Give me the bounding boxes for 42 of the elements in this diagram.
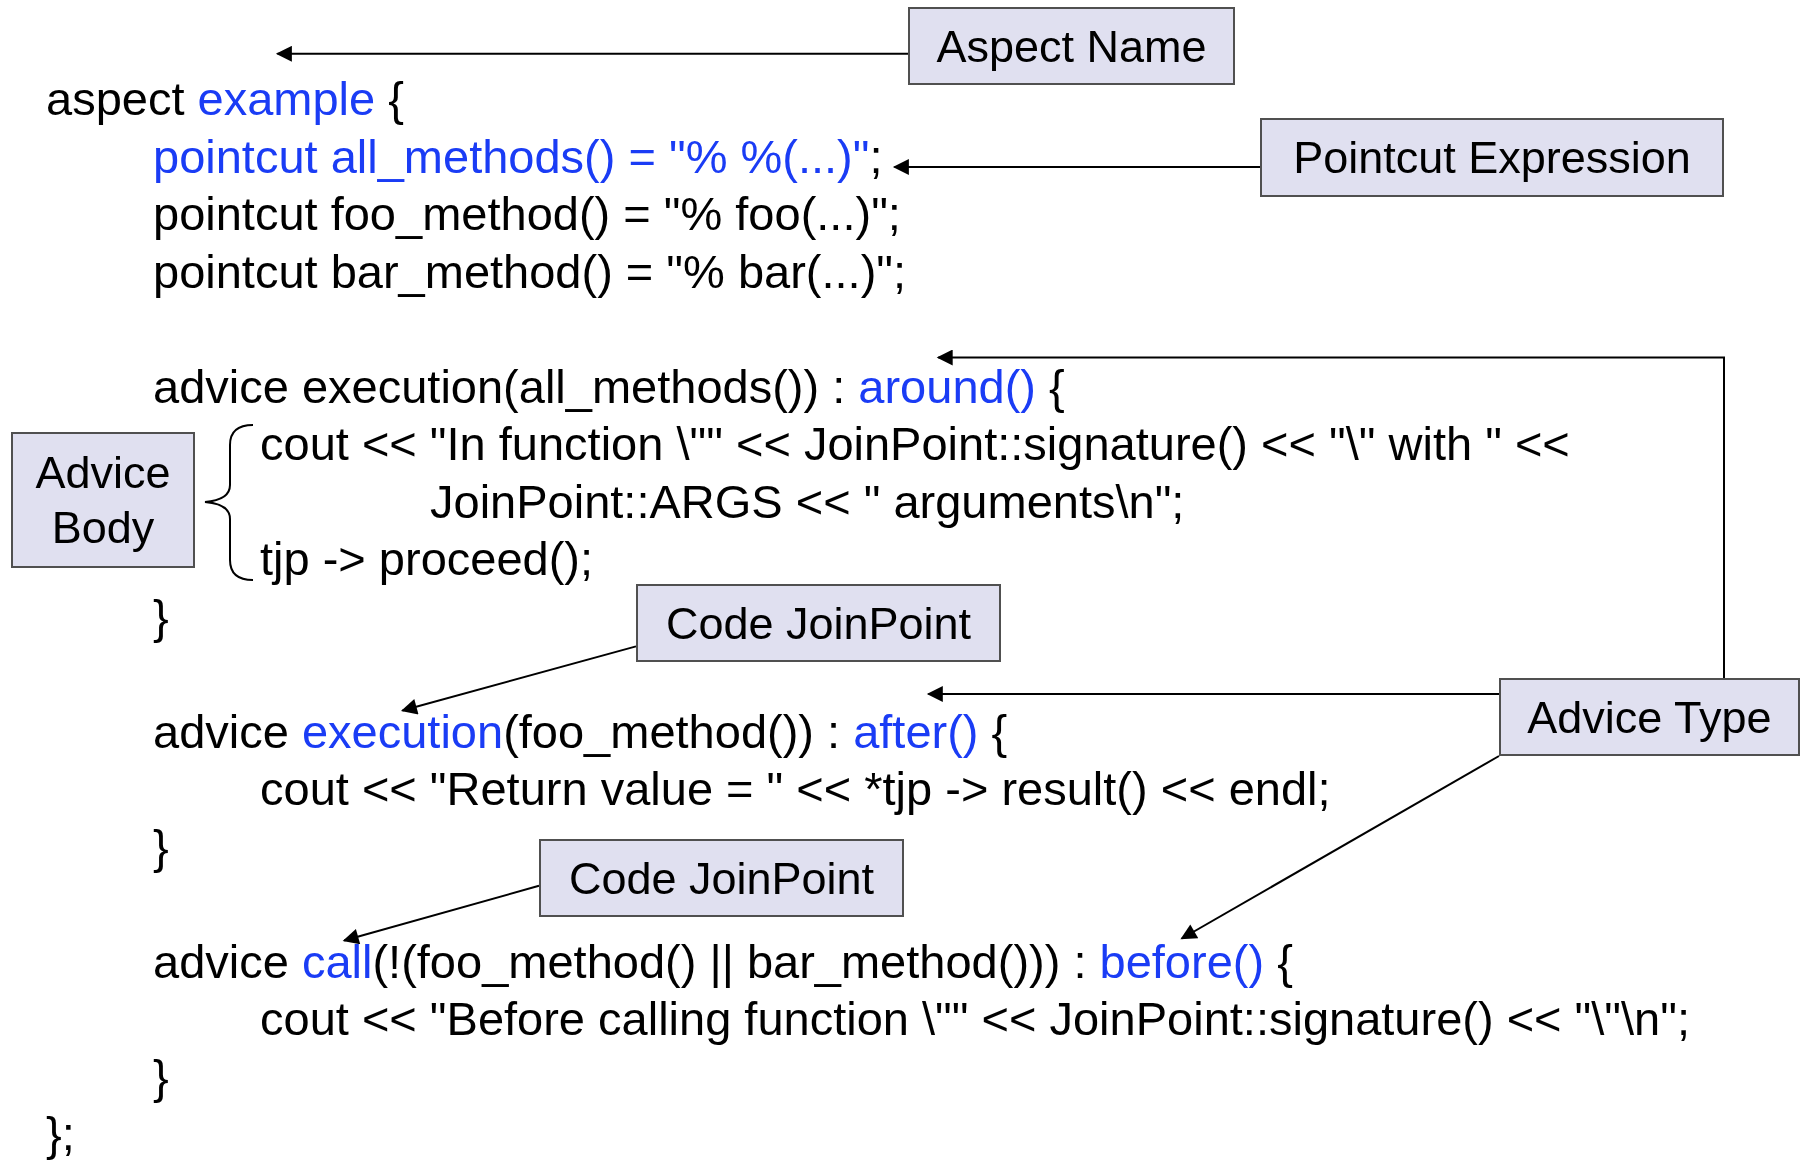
code-text: around() [858, 359, 1036, 413]
leader-line [926, 686, 1500, 702]
code-text: { [388, 72, 404, 125]
code-text: ; [869, 129, 883, 183]
code-text: advice execution(all_methods()) : [153, 359, 846, 413]
code-text: pointcut bar_method() = "% bar(...)"; [153, 244, 907, 298]
code-text: after() [853, 704, 979, 758]
leader-line [342, 884, 540, 945]
code-text: } [153, 819, 169, 873]
leader-line [275, 45, 909, 62]
callout-box: Pointcut Expression [1260, 118, 1724, 197]
code-text: before() [1099, 934, 1265, 988]
callout-box: Aspect Name [908, 7, 1235, 85]
leader-line [1180, 755, 1500, 940]
code-text: JoinPoint::ARGS << " arguments\n"; [430, 474, 1185, 528]
code-text: cout << "Before calling function \"" << JoinPoint::signature() << "\"\n"; [260, 992, 1690, 1045]
code-text: example [197, 72, 376, 125]
callout-box: Code JoinPoint [636, 584, 1001, 662]
callout-box: Code JoinPoint [539, 839, 904, 917]
code-text: cout << "Return value = " << *tjp -> result() << endl; [260, 762, 1331, 815]
code-text: advice [153, 934, 289, 988]
callout-box: Advice Type [1499, 678, 1800, 756]
code-text: } [153, 589, 169, 643]
code-text: execution [301, 704, 504, 758]
leader-line [400, 645, 637, 715]
code-text: } [153, 1049, 169, 1103]
code-text: { [1277, 934, 1293, 988]
code-text: call [301, 934, 373, 988]
code-text: { [991, 704, 1008, 758]
code-text: aspect [46, 72, 185, 125]
code-text: (!(foo_method() || bar_method())) : [372, 934, 1087, 988]
code-text: advice [153, 704, 289, 758]
code-text: pointcut foo_method() = "% foo(...)"; [153, 187, 901, 240]
code-text: }; [46, 1107, 75, 1160]
code-text: { [1049, 359, 1065, 413]
code-text: cout << "In function \"" << JoinPoint::signature() << "\" with " << [260, 417, 1570, 470]
callout-box: Advice Body [11, 432, 195, 568]
code-text: pointcut all_methods() = "% %(...)" [153, 129, 870, 183]
leader-line [892, 159, 1261, 175]
code-text: (foo_method()) : [503, 704, 841, 758]
code-text: tjp -> proceed(); [260, 532, 594, 585]
leader-line [936, 349, 1725, 679]
